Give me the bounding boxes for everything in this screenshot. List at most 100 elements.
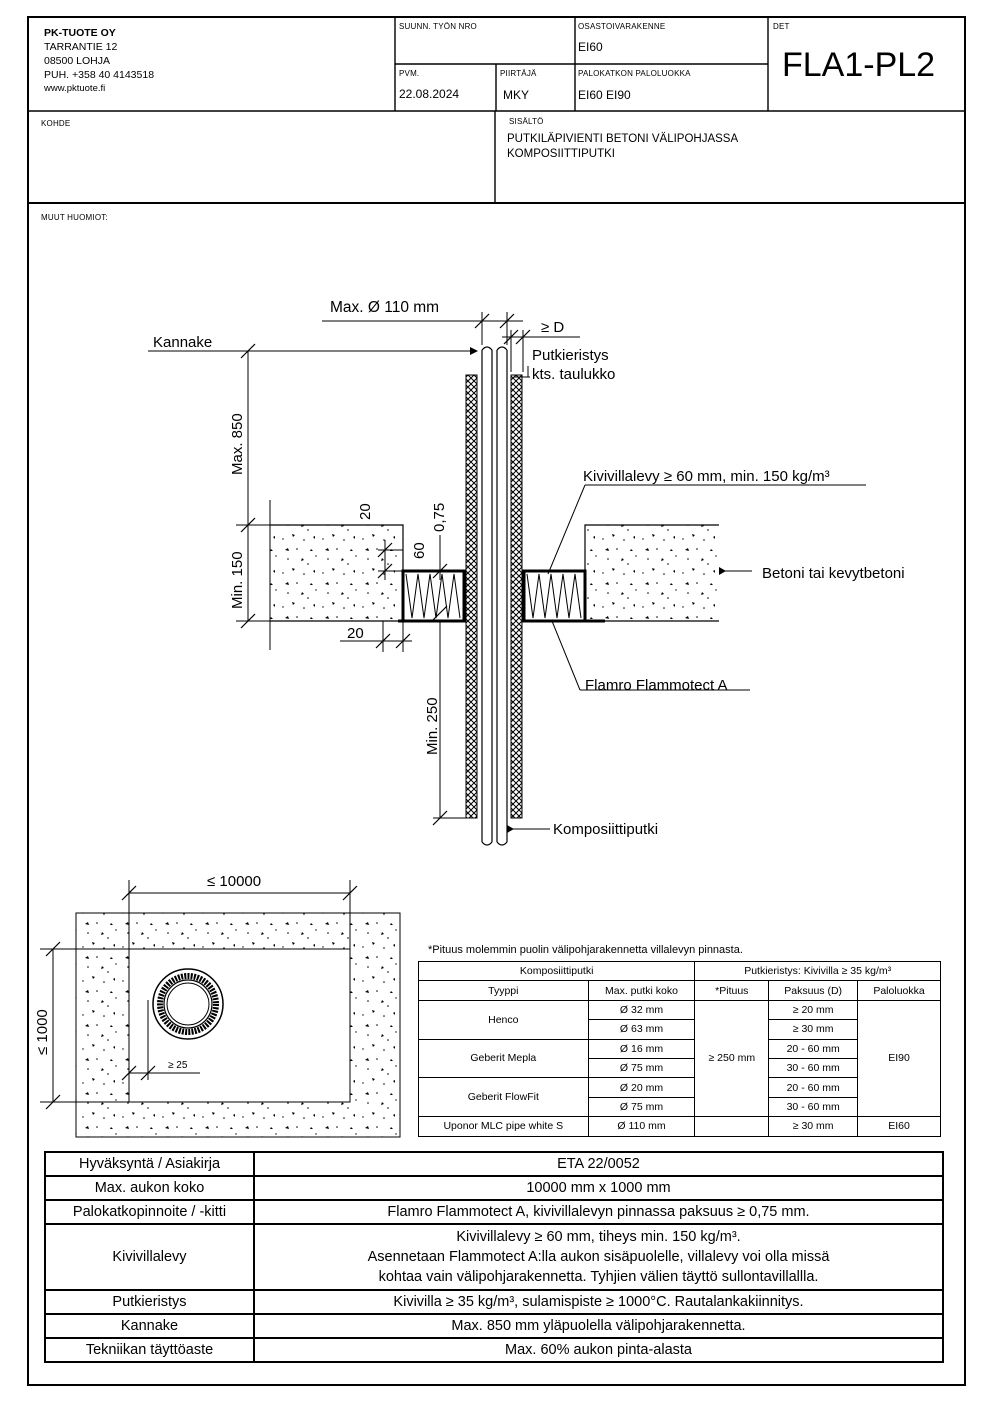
col-koko: Max. putki koko <box>587 980 696 1001</box>
pituus-cell: ≥ 250 mm <box>694 999 770 1118</box>
row-value: ETA 22/0052 <box>253 1151 944 1177</box>
concrete-slab-right <box>585 525 719 621</box>
col-tyyppi: Tyyppi <box>418 980 589 1001</box>
kohde-label: KOHDE <box>41 119 71 128</box>
pvm-value: 22.08.2024 <box>399 87 460 101</box>
pipe-table-head-left: Komposiittiputki <box>417 960 696 982</box>
type-uponor: Uponor MLC pipe white S <box>418 1116 589 1137</box>
dim-20-vertical: 20 <box>357 503 374 520</box>
plan-view: ≤ 10000 ≤ 1000 ≥ 25 <box>34 873 401 1138</box>
min250-label: Min. 250 <box>424 697 441 755</box>
thick-cell: 30 - 60 mm <box>768 1096 859 1118</box>
kivivilla-label: Kivivillalevy ≥ 60 mm, min. 150 kg/m³ <box>583 468 830 485</box>
row-key: Palokatkopinnoite / -kitti <box>44 1199 255 1225</box>
concrete-slab-left <box>270 525 403 621</box>
company-web: www.pktuote.fi <box>44 83 106 94</box>
dim-60-label: 60 <box>411 542 428 559</box>
row-value-multi: Kivivillalevy ≥ 60 mm, tiheys min. 150 k… <box>253 1223 944 1291</box>
composite-pipe <box>481 346 508 846</box>
osasto-label: OSASTOIVARAKENNE <box>578 22 666 31</box>
piirtaja-value: MKY <box>503 88 530 102</box>
row-value: 10000 mm x 1000 mm <box>253 1175 944 1201</box>
page-frame <box>27 16 966 1386</box>
d-label: ≥ D <box>541 319 564 336</box>
betoni-label: Betoni tai kevytbetoni <box>762 565 905 582</box>
col-paksuus: Paksuus (D) <box>768 980 859 1001</box>
sisalto-label: SISÄLTÖ <box>509 117 544 126</box>
plan-gap-label: ≥ 25 <box>168 1060 188 1071</box>
dim-20-horizontal: 20 <box>347 625 364 642</box>
sisalto-line1: PUTKILÄPIVIENTI BETONI VÄLIPOHJASSA <box>507 133 739 145</box>
plan-width-label: ≤ 10000 <box>207 873 261 890</box>
muut-label: MUUT HUOMIOT: <box>41 213 108 222</box>
min150-label: Min. 150 <box>229 551 246 609</box>
company-phone: PUH. +358 40 4143518 <box>44 69 155 81</box>
pipe-insulation-right <box>510 374 523 819</box>
row-key: Tekniikan täyttöaste <box>44 1337 255 1363</box>
pipe-insulation-left <box>465 374 478 819</box>
plan-height-label: ≤ 1000 <box>34 1009 51 1055</box>
type-mepla: Geberit Mepla <box>418 1038 589 1079</box>
palokatko-value: EI60 EI90 <box>578 88 631 102</box>
row-key: Max. aukon koko <box>44 1175 255 1201</box>
type-henco: Henco <box>418 999 589 1040</box>
komposiitti-label: Komposiittiputki <box>553 821 658 838</box>
putkieristys-label-2: kts. taulukko <box>532 366 615 383</box>
company-city: 08500 LOHJA <box>44 55 110 67</box>
pipe-table-head-right: Putkieristys: Kivivilla ≥ 35 kg/m³ <box>694 960 941 982</box>
flamro-label: Flamro Flammotect A <box>585 677 728 694</box>
size-cell: Ø 32 mm <box>587 999 696 1021</box>
osasto-value: EI60 <box>578 40 603 54</box>
suunn-label: SUUNN. TYÖN NRO <box>399 22 477 31</box>
thick-cell: 20 - 60 mm <box>768 1077 859 1098</box>
pvm-label: PVM. <box>399 69 420 78</box>
thick-cell: 30 - 60 mm <box>768 1057 859 1079</box>
dim-075-label: 0,75 <box>431 503 448 532</box>
det-label: DET <box>773 22 790 31</box>
class-ei60: EI60 <box>857 1116 941 1137</box>
thick-cell: ≥ 20 mm <box>768 999 859 1021</box>
pituus-empty <box>694 1116 770 1137</box>
palokatko-label: PALOKATKON PALOLUOKKA <box>578 69 691 78</box>
size-cell: Ø 75 mm <box>587 1096 696 1118</box>
size-cell: Ø 16 mm <box>587 1038 696 1059</box>
pipe-table-note: *Pituus molemmin puolin välipohjarakenne… <box>428 944 743 956</box>
row-value: Kivivilla ≥ 35 kg/m³, sulamispiste ≥ 100… <box>253 1289 944 1315</box>
size-cell: Ø 110 mm <box>587 1116 696 1137</box>
col-palo: Paloluokka <box>857 980 941 1001</box>
company-info: PK-TUOTE OY TARRANTIE 12 08500 LOHJA PUH… <box>44 26 154 96</box>
company-name: PK-TUOTE OY <box>44 27 116 39</box>
company-street: TARRANTIE 12 <box>44 41 118 53</box>
row-value: Flamro Flammotect A, kivivillalevyn pinn… <box>253 1199 944 1225</box>
title-block-lines <box>27 16 964 204</box>
row-key: Putkieristys <box>44 1289 255 1315</box>
thick-cell: 20 - 60 mm <box>768 1038 859 1059</box>
class-ei90: EI90 <box>857 999 941 1118</box>
det-value: FLA1-PL2 <box>782 46 936 84</box>
row-key: Kivivillalevy <box>44 1223 255 1291</box>
row-key: Kannake <box>44 1313 255 1339</box>
size-cell: Ø 75 mm <box>587 1057 696 1079</box>
main-table: Hyväksyntä / Asiakirja ETA 22/0052 Max. … <box>44 1151 944 1363</box>
title-block <box>27 16 964 233</box>
max-dia-label: Max. Ø 110 mm <box>330 299 439 316</box>
piirtaja-label: PIIRTÄJÄ <box>500 69 537 78</box>
size-cell: Ø 20 mm <box>587 1077 696 1098</box>
row-value: Max. 60% aukon pinta-alasta <box>253 1337 944 1363</box>
row-value-line: kohtaa vain välipohjarakennetta. Tyhjien… <box>378 1269 819 1285</box>
sisalto-text: PUTKILÄPIVIENTI BETONI VÄLIPOHJASSA KOMP… <box>507 132 738 162</box>
putkieristys-label-1: Putkieristys <box>532 347 609 364</box>
thick-cell: ≥ 30 mm <box>768 1019 859 1040</box>
row-value-line: Kivivillalevy ≥ 60 mm, tiheys min. 150 k… <box>456 1229 741 1245</box>
max850-label: Max. 850 <box>229 413 246 475</box>
col-pituus: *Pituus <box>694 980 770 1001</box>
row-value-line: Asennetaan Flammotect A:lla aukon sisäpu… <box>367 1249 830 1265</box>
kannake-label: Kannake <box>153 334 212 351</box>
row-value: Max. 850 mm yläpuolella välipohjarakenne… <box>253 1313 944 1339</box>
row-key: Hyväksyntä / Asiakirja <box>44 1151 255 1177</box>
thick-cell: ≥ 30 mm <box>768 1116 859 1137</box>
pipe-table: Komposiittiputki Putkieristys: Kivivilla… <box>417 960 941 1137</box>
type-flowfit: Geberit FlowFit <box>418 1077 589 1118</box>
size-cell: Ø 63 mm <box>587 1019 696 1040</box>
